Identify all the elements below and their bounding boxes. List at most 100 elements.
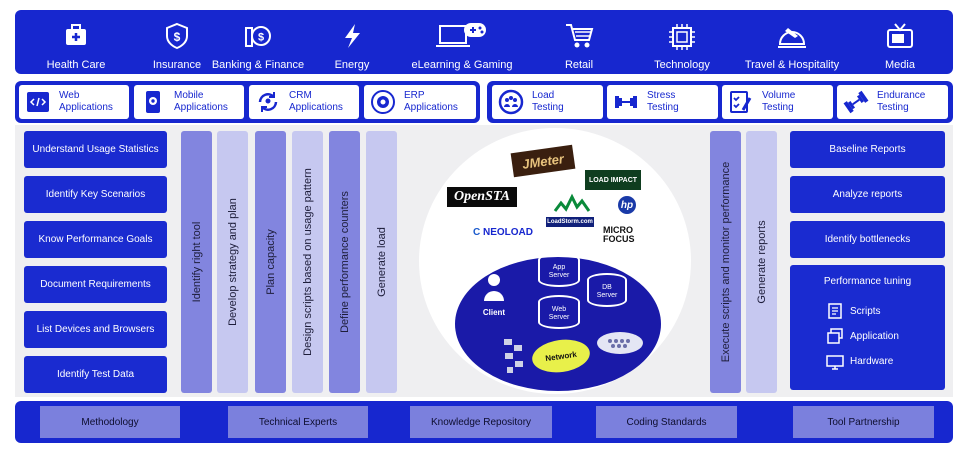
industry-insurance[interactable]: $ Insurance	[127, 10, 227, 74]
process-column[interactable]: Develop strategy and plan	[217, 131, 248, 393]
industry-label: Health Care	[46, 59, 106, 71]
test-line1: Endurance	[877, 90, 926, 101]
step-identify-test-data[interactable]: Identify Test Data	[24, 356, 167, 393]
db-server-line2: Server	[596, 292, 618, 299]
app-line2: Applications	[174, 102, 228, 113]
process-column[interactable]: Identify right tool	[181, 131, 212, 393]
process-column[interactable]: Plan capacity	[255, 131, 286, 393]
document-icon	[826, 302, 844, 320]
svg-text:$: $	[174, 30, 181, 44]
devices-icon	[502, 335, 528, 375]
app-line1: ERP	[404, 90, 425, 101]
web-server-line2: Server	[548, 314, 570, 321]
hp-logo: hp	[618, 196, 636, 214]
performance-tuning-panel[interactable]: Performance tuning Scripts Application H…	[790, 265, 945, 390]
methodology-button[interactable]: Methodology	[40, 406, 180, 438]
windows-icon	[826, 327, 844, 345]
svg-text:$: $	[258, 32, 264, 44]
process-column-label: Identify right tool	[190, 221, 203, 303]
opensta-logo: OpenSTA	[447, 187, 517, 207]
knowledge-repository-button[interactable]: Knowledge Repository	[410, 406, 552, 438]
industry-energy[interactable]: Energy	[302, 10, 402, 74]
industry-label: Retail	[564, 59, 594, 71]
test-line2: Testing	[762, 102, 794, 113]
execution-column[interactable]: Execute scripts and monitor performance	[710, 131, 741, 393]
test-line1: Stress	[647, 90, 676, 101]
identify-bottlenecks-button[interactable]: Identify bottlenecks	[790, 221, 945, 258]
app-line1: Web	[59, 90, 80, 101]
technical-experts-button[interactable]: Technical Experts	[228, 406, 368, 438]
server-rack-icon	[595, 329, 645, 357]
industry-label: Media	[885, 59, 915, 71]
coding-standards-button[interactable]: Coding Standards	[596, 406, 737, 438]
medical-kit-icon	[66, 24, 86, 45]
step-document-requirements[interactable]: Document Requirements	[24, 266, 167, 303]
step-performance-goals[interactable]: Know Performance Goals	[24, 221, 167, 258]
industry-label: Energy	[334, 59, 370, 71]
foundations-bar: Methodology Technical Experts Knowledge …	[15, 401, 953, 443]
industry-label: eLearning & Gaming	[411, 59, 513, 71]
app-line2: Applications	[289, 102, 343, 113]
shield-dollar-icon: $	[166, 22, 188, 50]
industry-label: Insurance	[152, 59, 202, 71]
industry-media[interactable]: Media	[850, 10, 950, 74]
step-understand-usage[interactable]: Understand Usage Statistics	[24, 131, 167, 168]
industry-health-care[interactable]: Health Care	[26, 10, 126, 74]
industry-banking[interactable]: $ Banking & Finance	[208, 10, 308, 74]
industry-technology[interactable]: Technology	[632, 10, 732, 74]
process-column[interactable]: Design scripts based on usage pattern	[292, 131, 323, 393]
process-column-label: Plan capacity	[264, 229, 277, 295]
gear-circle-icon	[370, 89, 396, 115]
execution-column-label: Generate reports	[755, 220, 768, 304]
app-line2: Applications	[404, 102, 458, 113]
industry-elearning[interactable]: eLearning & Gaming	[412, 10, 512, 74]
baseline-reports-button[interactable]: Baseline Reports	[790, 131, 945, 168]
step-list-devices[interactable]: List Devices and Browsers	[24, 311, 167, 348]
performance-tuning-title: Performance tuning	[823, 276, 912, 287]
execution-column[interactable]: Generate reports	[746, 131, 777, 393]
test-line2: Testing	[647, 102, 679, 113]
client-label: Client	[482, 308, 506, 317]
loadimpact-logo: LOAD IMPACT	[585, 170, 641, 190]
industry-label: Banking & Finance	[211, 59, 305, 71]
chip-icon	[669, 24, 695, 50]
tuning-item-application: Application	[850, 331, 899, 342]
app-server-line1: App	[552, 264, 566, 271]
industry-retail[interactable]: Retail	[529, 10, 629, 74]
process-column-label: Define performance counters	[338, 191, 351, 333]
industry-label: Technology	[654, 59, 710, 71]
step-identify-scenarios[interactable]: Identify Key Scenarios	[24, 176, 167, 213]
coins-icon: $	[245, 26, 271, 47]
tuning-item-scripts: Scripts	[850, 306, 881, 317]
analyze-reports-button[interactable]: Analyze reports	[790, 176, 945, 213]
microfocus-line1: MICRO	[603, 225, 633, 235]
industry-label: Travel & Hospitality	[744, 59, 840, 71]
process-column[interactable]: Generate load	[366, 131, 397, 393]
tool-partnership-button[interactable]: Tool Partnership	[793, 406, 934, 438]
checklist-pen-icon	[728, 89, 754, 115]
test-line2: Testing	[877, 102, 909, 113]
mobile-gear-icon	[140, 89, 166, 115]
industry-travel[interactable]: Travel & Hospitality	[742, 10, 842, 74]
neoload-c-icon: C	[473, 227, 483, 238]
test-line1: Load	[532, 90, 555, 101]
people-circle-icon	[498, 89, 524, 115]
process-column[interactable]: Define performance counters	[329, 131, 360, 393]
loadstorm-icon	[553, 193, 593, 213]
laptop-gamepad-icon	[436, 23, 486, 47]
loadstorm-logo: LoadStorm.com	[546, 217, 594, 227]
